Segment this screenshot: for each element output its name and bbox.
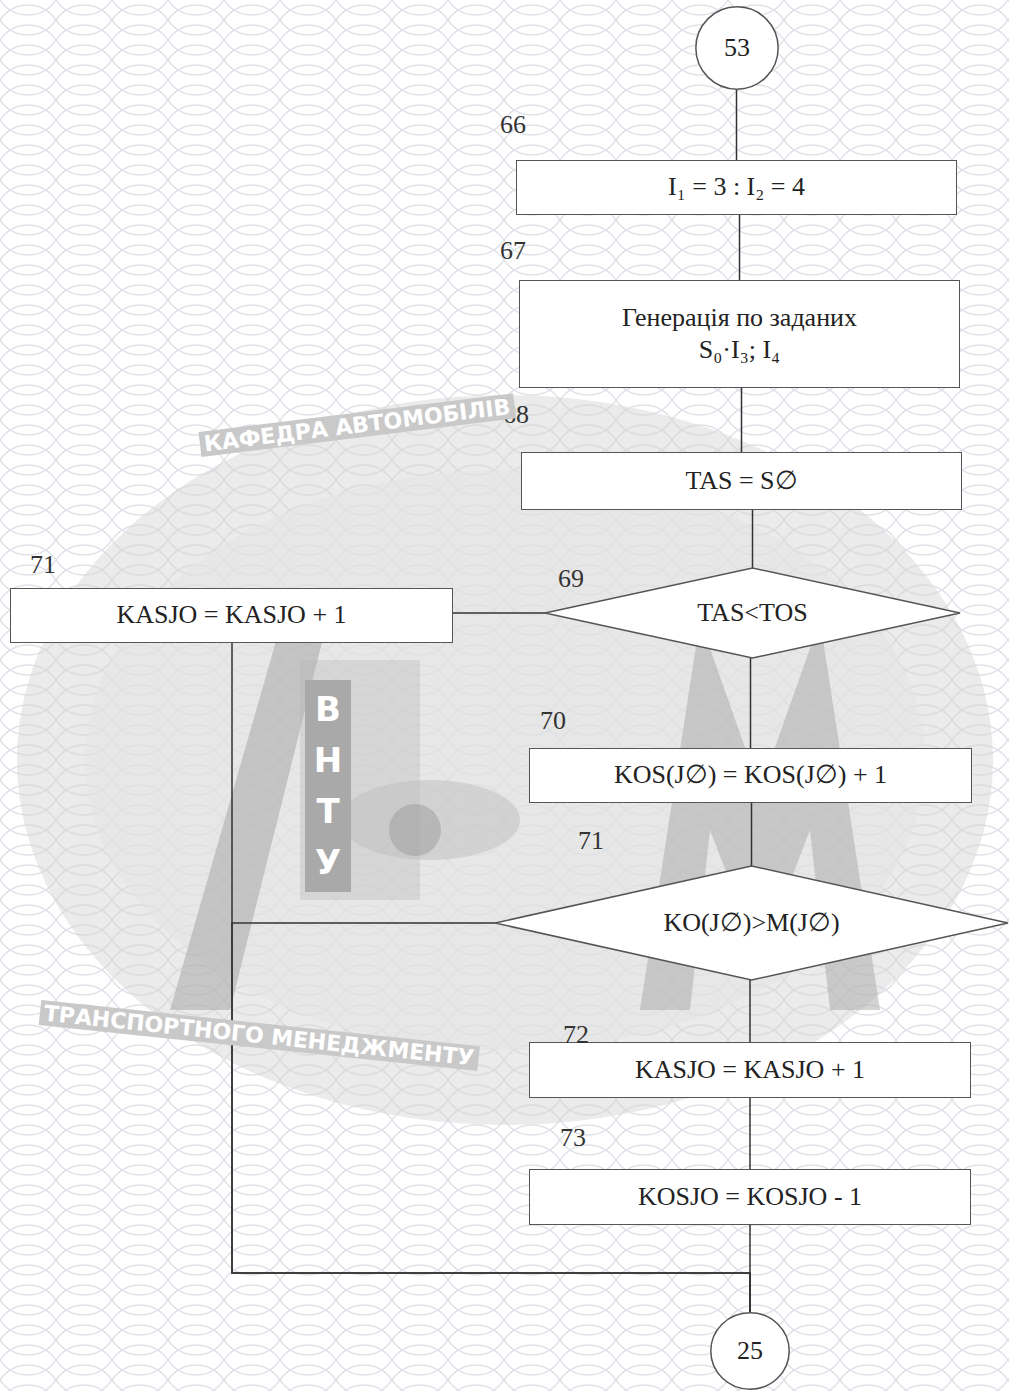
flow-line [751,803,753,866]
node-text: 25 [737,1335,763,1368]
flow-line [453,612,545,614]
node-text: KOS(J∅) = KOS(J∅) + 1 [614,759,887,792]
watermark-letters: ВНТУ [305,680,351,892]
flow-line [749,980,751,1042]
connector-circle: 53 [695,6,779,90]
flow-line [741,388,743,452]
callout-number: 69 [558,564,584,594]
flow-line [232,923,750,1312]
flow-line [752,510,754,568]
watermark-text: КАФЕДРА АВТОМОБІЛІВ [198,394,515,457]
callout-number: 71 [578,826,604,856]
decision-diamond: KO(J∅)>M(J∅) [495,866,1008,980]
flow-line [739,215,741,280]
node-text: KASJO = KASJO + 1 [635,1054,865,1087]
callout-number: 70 [540,706,566,736]
node-text: KASJO = KASJO + 1 [116,599,346,632]
flow-line [750,658,752,748]
node-text: KOSJO = KOSJO - 1 [638,1181,862,1214]
process-box: Генерація по заданих S₀·I₃; I₄ [519,280,960,388]
process-box: I₁ = 3 : I₂ = 4 [516,160,957,215]
process-box: KASJO = KASJO + 1 [529,1042,971,1098]
node-text: Генерація по заданих S₀·I₃; I₄ [600,302,880,367]
node-text: I₁ = 3 : I₂ = 4 [668,171,805,204]
connector-circle: 25 [710,1312,790,1390]
callout-number: 72 [563,1020,589,1050]
process-box: KOSJO = KOSJO - 1 [529,1169,971,1225]
callout-number: 71 [30,550,56,580]
process-box: KASJO = KASJO + 1 [10,588,453,643]
node-text: 53 [724,32,750,65]
watermark-text: ТРАНСПОРТНОГО МЕНЕДЖМЕНТУ [39,1000,480,1071]
node-text: TAS<TOS [697,597,807,630]
flow-line [736,90,738,160]
decision-diamond: TAS<TOS [545,568,960,658]
node-text: KO(J∅)>M(J∅) [663,907,839,940]
callout-number: 67 [500,236,526,266]
callout-number: 66 [500,110,526,140]
process-box: KOS(J∅) = KOS(J∅) + 1 [529,748,972,803]
process-box: TAS = S∅ [521,452,962,510]
callout-number: 73 [560,1123,586,1153]
flow-line [749,1098,751,1169]
node-text: TAS = S∅ [685,465,797,498]
